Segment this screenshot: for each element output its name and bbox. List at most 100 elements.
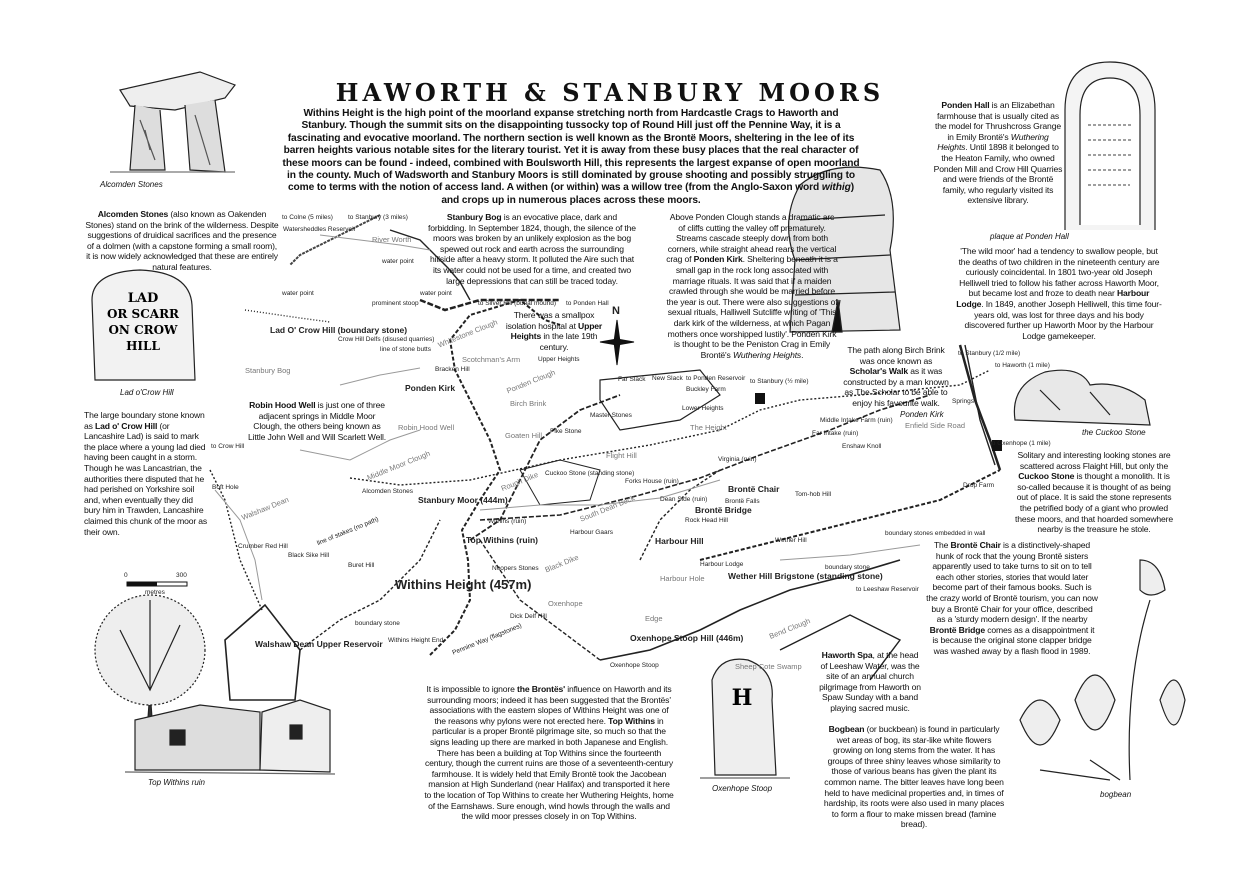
map-label: Virginia (ruin) [718, 456, 757, 463]
scale-max: 300 [176, 572, 187, 579]
lad-stone-inscription-3: ON CROW [108, 323, 178, 337]
map-label: to Leeshaw Reservoir [856, 586, 919, 593]
leeshaw-track [699, 469, 1001, 561]
ponden-kirk-text: Above Ponden Clough stands a dramatic ar… [666, 212, 838, 360]
text-segment: as it was constructed by a man known as … [843, 366, 949, 408]
map-label: Forks House (ruin) [625, 478, 679, 485]
map-label: Dick Delf Hill [510, 613, 547, 620]
lad-o-crow-hill-text: The large boundary stone known as Lad o'… [84, 410, 208, 537]
map-label: Harbour Gaars [570, 529, 613, 536]
map-label: boundary stones embedded in wall [885, 530, 986, 537]
caption-bogbean: bogbean [1100, 790, 1132, 799]
map-label: Bracken Hill [435, 366, 470, 373]
text-segment: (or buckbean) is found in particularly w… [823, 724, 1005, 830]
text-segment: The [933, 540, 951, 550]
map-label: to Crow Hill [211, 443, 245, 450]
text-segment: . [801, 349, 804, 360]
map-label: Wether Hill [775, 537, 807, 544]
caption-plaque: plaque at Ponden Hall [990, 232, 1069, 241]
text-segment: It is impossible to ignore [426, 684, 518, 694]
stream-walshaw [214, 489, 263, 601]
caption-oxenhope-stoop: Oxenhope Stoop [712, 784, 773, 793]
map-label: Tom-hob Hill [795, 491, 832, 498]
map-label: Springs [952, 398, 975, 405]
map-label: to Ponden Hall [566, 300, 609, 307]
map-label: Middle Intake Farm (ruin) [820, 417, 893, 424]
text-segment: Wuthering Heights [732, 349, 802, 360]
text-segment: is a distinctively-shaped hunk of rock t… [926, 540, 1098, 625]
map-label: boundary stone [825, 564, 870, 571]
top-withins-ruin-drawing [124, 699, 336, 775]
map-label: to Haworth (1 mile) [995, 362, 1050, 369]
text-segment: in particular is a proper Brontë pilgrim… [424, 715, 674, 822]
caption-top-withins-ruin: Top Withins ruin [148, 778, 205, 787]
map-label: water point [420, 290, 452, 297]
text-segment: . In 1849, another Joseph Helliwell, thi… [964, 298, 1162, 341]
road-haworth [958, 344, 1002, 471]
ponden-hall-plaque-drawing [1064, 61, 1156, 230]
map-label: Walshaw Dean Upper Reservoir [255, 639, 383, 649]
walls-north [599, 369, 721, 431]
map-label: Lower Heights [682, 405, 724, 412]
text-segment: (also known as Oakenden Stones) stand on… [85, 209, 279, 272]
caption-cuckoo-stone: the Cuckoo Stone [1082, 428, 1146, 437]
map-label: Scotchman's Arm [462, 355, 521, 364]
map-label: Wether Hill Brigstone (standing stone) [728, 571, 883, 581]
map-label: Black Sike Hill [288, 552, 330, 559]
text-segment: influence on Haworth and its surrounding… [427, 684, 672, 726]
map-label: Crumber Red Hill [238, 543, 288, 550]
map-label: Drop Farm [963, 482, 995, 489]
map-label: Stanbury Bog [245, 366, 291, 375]
map-label: Birch Brink [510, 399, 547, 408]
map-label: Harbour Lodge [700, 561, 744, 568]
text-segment: Wuthering Heights [937, 131, 1049, 153]
map-label: Brontë Chair [728, 484, 780, 494]
map-label: Watersheddles Reservoir [283, 226, 356, 233]
path-west [209, 469, 263, 611]
text-segment: Cuckoo Stone [1018, 471, 1075, 482]
text-segment: Brontë Bridge [929, 624, 986, 635]
alcomden-stones-drawing [110, 71, 236, 173]
stream-south-dean [479, 479, 721, 511]
map-label: River Worth [372, 235, 412, 244]
smallpox-text: There was a smallpox isolation hospital … [505, 310, 603, 352]
stream-middle-moor [299, 429, 421, 461]
text-segment: Brontë Chair [950, 540, 1001, 550]
map-label: Far Slack [618, 376, 646, 383]
text-segment: comes as a disappointment it is because … [932, 624, 1095, 656]
map-label: to Stanbury (3 miles) [348, 214, 408, 221]
map-label: New Slack [652, 375, 683, 382]
text-segment: The large boundary stone known as [84, 410, 205, 431]
text-segment: withig [821, 182, 851, 194]
text-segment: is just one of three adjacent springs in… [248, 400, 386, 442]
map-label: boundary stone [355, 620, 400, 627]
caption-ponden-kirk: Ponden Kirk [900, 410, 944, 419]
north-arrow-icon [599, 319, 635, 366]
text-segment: Bogbean [828, 724, 865, 734]
parking-icon [755, 393, 1002, 451]
map-label: to Stanbury (½ mile) [750, 378, 809, 385]
path-stakes [244, 309, 331, 323]
map-label: Far Intake (ruin) [812, 430, 859, 437]
scale-bar [126, 581, 188, 587]
bogbean-text: Bogbean (or buckbean) is found in partic… [822, 724, 1006, 830]
intro-text: Withins Height is the high point of the … [280, 108, 862, 207]
map-label: to Colne (5 miles) [282, 214, 333, 221]
text-segment: Upper Heights [510, 320, 603, 342]
map-label: to Stanbury (1/2 mile) [958, 350, 1021, 357]
text-segment: Withins Height is the high point of the … [282, 108, 860, 194]
map-label: to Oxenhope (1 mile) [990, 440, 1051, 447]
text-segment: Scholar's Walk [849, 366, 909, 377]
map-label: water point [382, 258, 414, 265]
map-label: line of stone butts [380, 346, 431, 353]
text-segment: , at the head of Leeshaw Water, was the … [819, 650, 921, 713]
robin-hood-well-text: Robin Hood Well is just one of three adj… [248, 400, 386, 442]
text-segment: Above Ponden Clough stands a dramatic ar… [666, 212, 837, 265]
map-label: water point [282, 290, 314, 297]
map-label: Brontë Falls [725, 498, 760, 505]
map-label: Noopers Stones [492, 565, 539, 572]
scale-zero: 0 [124, 572, 128, 579]
map-label: Buckley Farm [686, 386, 726, 393]
map-label: to Silver Hill (burial mound) [478, 300, 557, 307]
map-label: Oxenhope Stoop [610, 662, 659, 669]
